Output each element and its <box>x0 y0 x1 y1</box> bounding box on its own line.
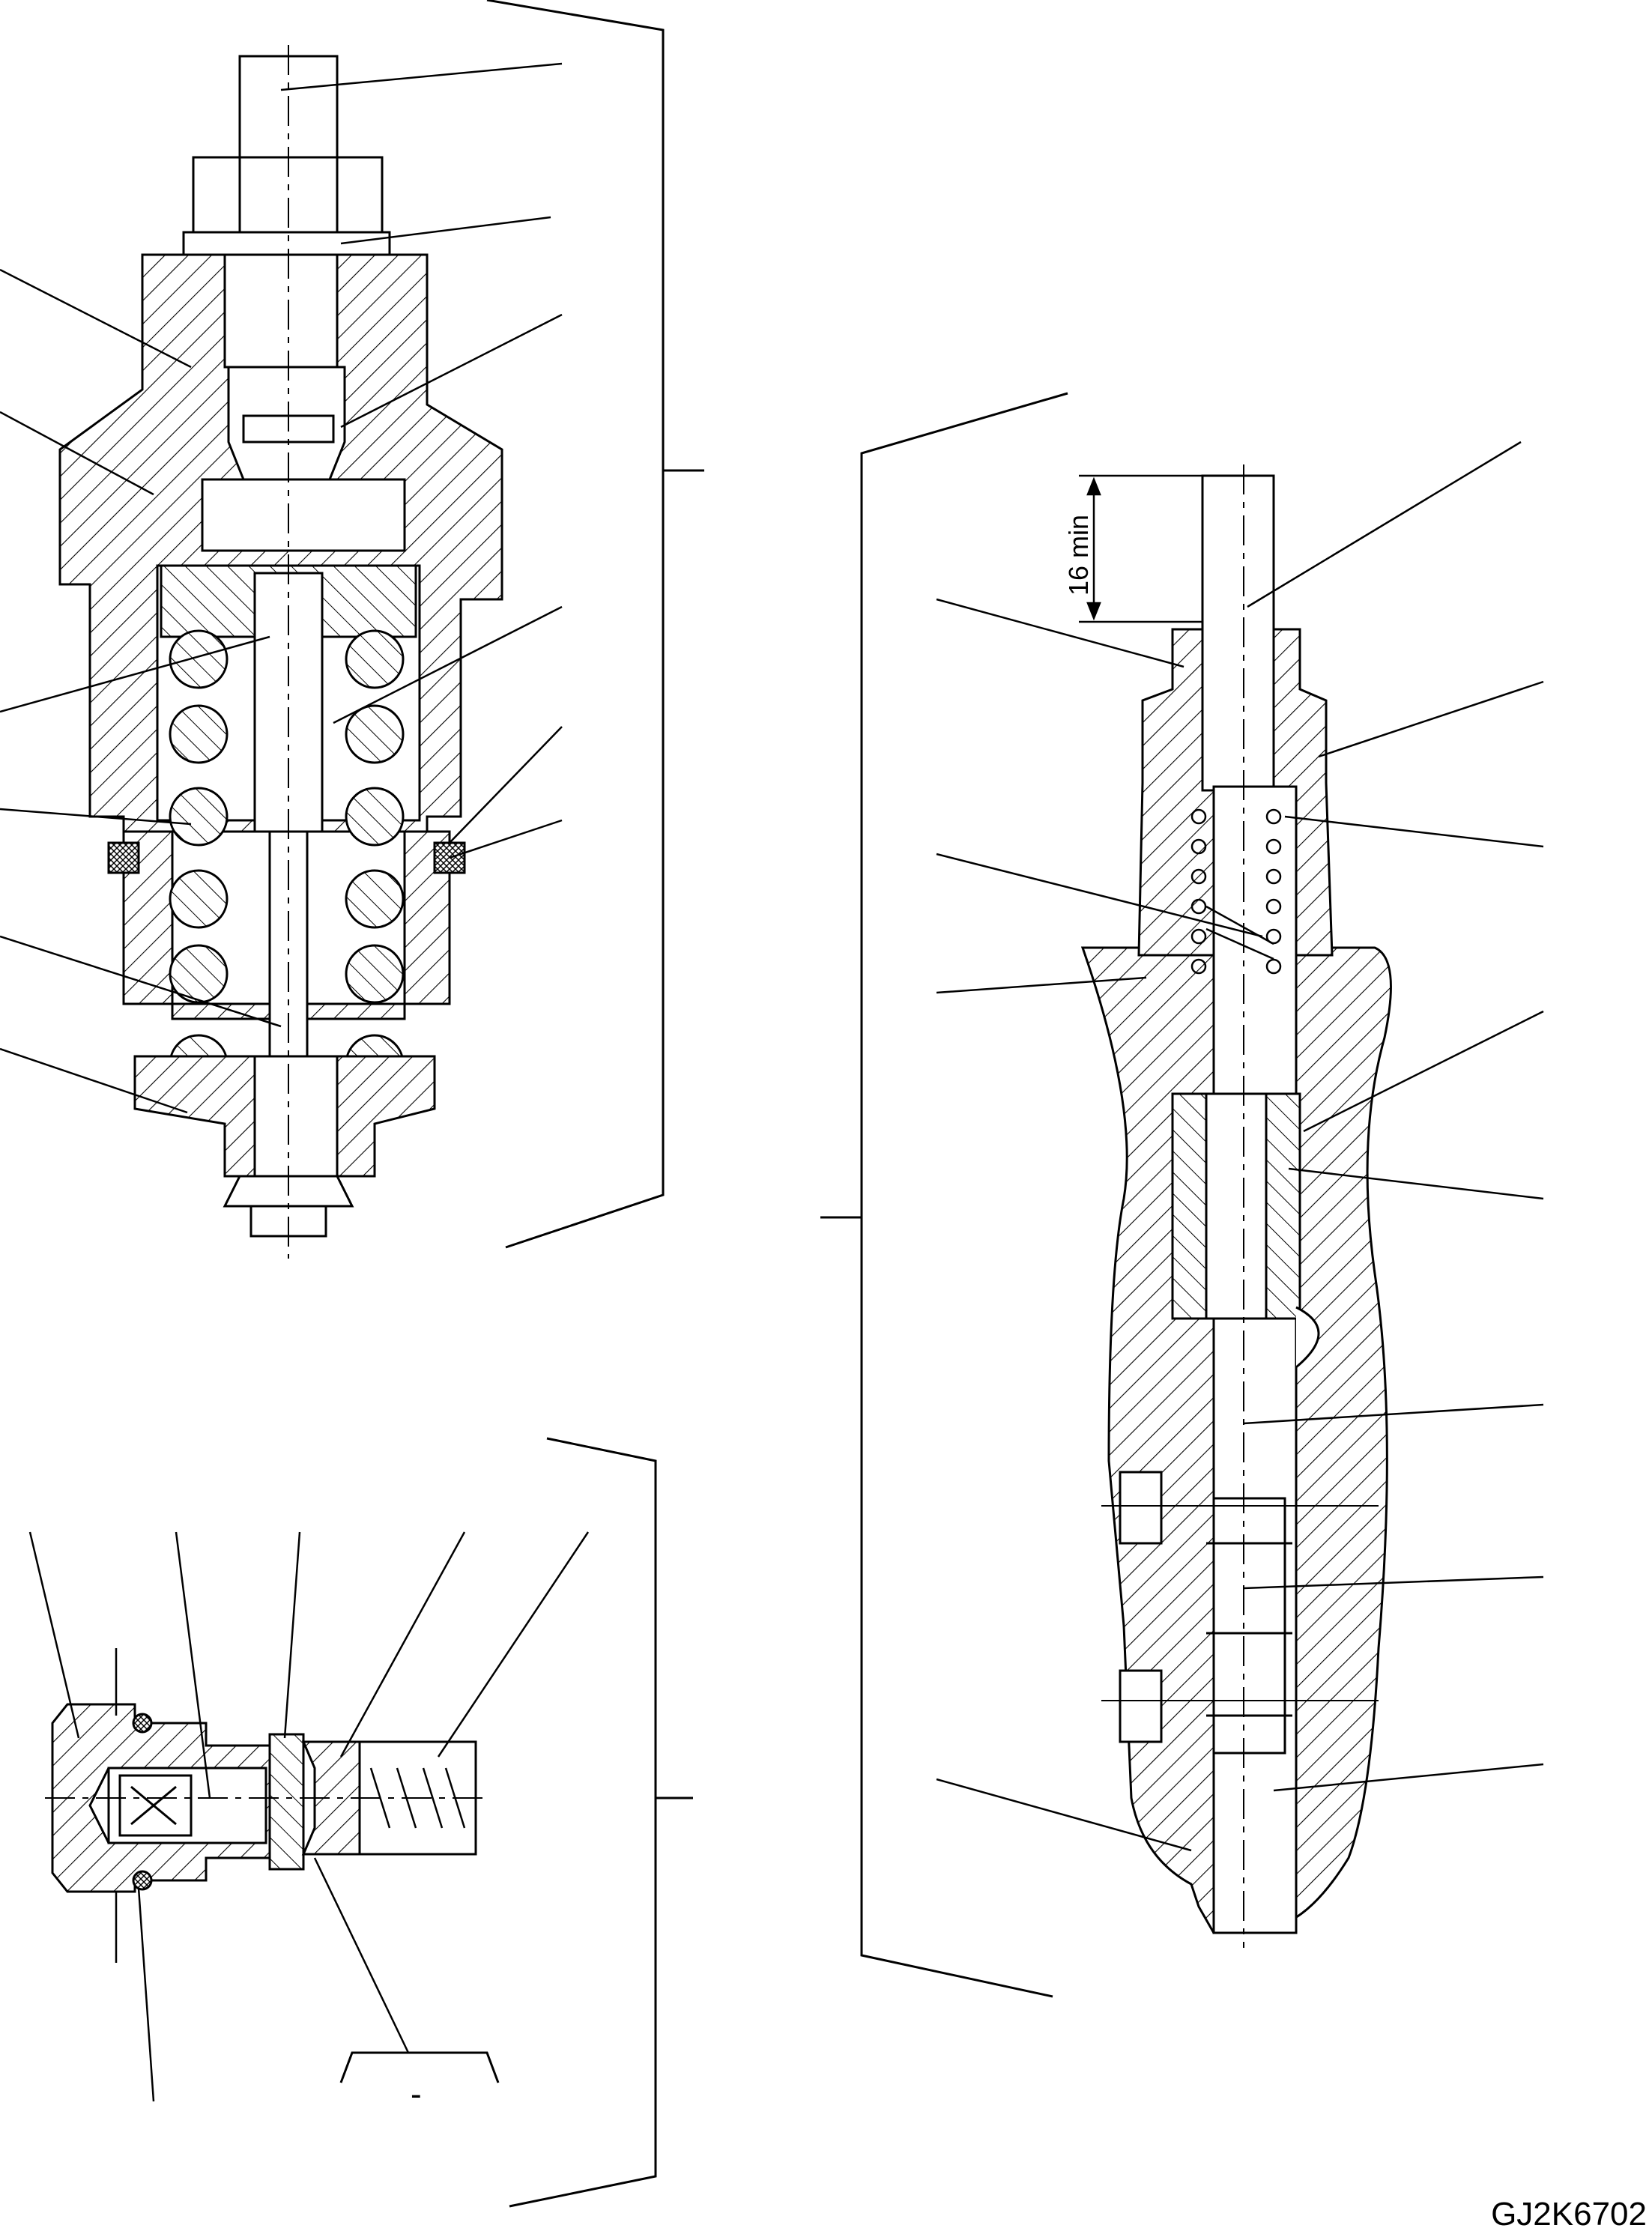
o-ring-bottom <box>132 1870 153 1891</box>
leader-lines-bottom-left <box>28 1531 590 2102</box>
tolerance-bracket <box>339 2051 500 2083</box>
leader-lines-right <box>936 441 1544 1852</box>
upper-spring <box>1190 808 1282 975</box>
dimension-16min <box>1079 474 1202 623</box>
bracket-right <box>860 392 1068 1998</box>
tolerance-mark: - <box>411 2076 422 2113</box>
dimension-label: 16 min <box>1063 515 1094 596</box>
drawing-code: GJ2K6702 <box>1491 2196 1647 2233</box>
lower-spool <box>1212 1497 1286 1755</box>
side-plug <box>1295 1306 1320 1369</box>
view-bottom-left: - <box>28 1437 693 2208</box>
seat-ring <box>268 1733 305 1871</box>
bracket-bottom-left <box>509 1437 657 2208</box>
washer <box>182 231 391 256</box>
port-upper <box>1119 1471 1163 1545</box>
hex-socket <box>130 1785 177 1826</box>
o-ring-left <box>107 841 140 874</box>
o-ring-top <box>132 1713 153 1734</box>
bracket-top-left <box>486 0 665 1249</box>
port-lower <box>1119 1669 1163 1743</box>
view-right: 16 min <box>820 392 1544 1998</box>
view-top-left <box>0 0 704 1259</box>
push-rod <box>1201 474 1275 792</box>
leader-lines-top-left <box>0 62 563 1114</box>
